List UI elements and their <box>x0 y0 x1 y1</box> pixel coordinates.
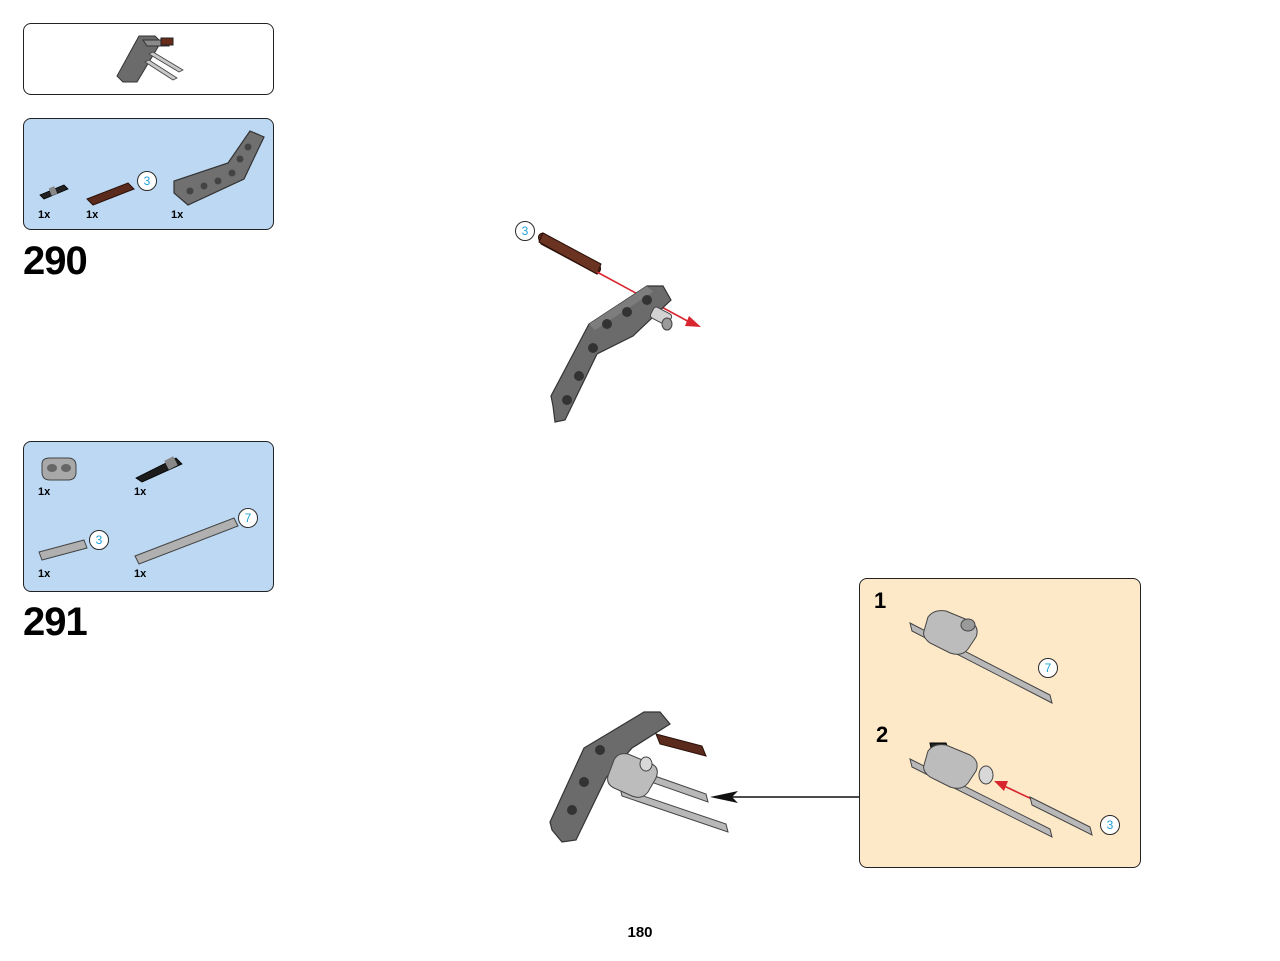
part-quantity: 1x <box>86 209 99 221</box>
part-length-callout: 7 <box>238 508 258 528</box>
subassembly-panel: 1 7 2 3 <box>859 578 1141 868</box>
step-number: 290 <box>23 239 88 283</box>
part-length-callout: 7 <box>1038 658 1058 678</box>
main-part-length-callout: 3 <box>515 221 535 241</box>
previous-assembly-panel <box>23 23 274 95</box>
substep-number: 2 <box>876 722 889 747</box>
grey-bent-liftarm-icon <box>173 130 265 206</box>
substep-1-illustration <box>909 610 1053 704</box>
page-number: 180 <box>627 924 653 941</box>
part-quantity: 1x <box>38 486 51 498</box>
black-friction-pin-icon <box>39 184 69 200</box>
part-quantity: 1x <box>134 568 147 580</box>
step-290-parts-list: 3 1x 1x 1x <box>23 118 274 230</box>
grey-axle-3-icon <box>38 539 88 561</box>
step-290-build-illustration <box>538 232 701 423</box>
step-number: 291 <box>23 600 88 644</box>
part-length-callout: 3 <box>137 171 157 191</box>
part-quantity: 1x <box>38 568 51 580</box>
grey-connector-block-icon <box>41 457 77 481</box>
step-291-parts-list: 3 7 1x 1x 1x 1x <box>23 441 274 592</box>
part-length-callout: 3 <box>89 530 109 550</box>
part-length-callout: 3 <box>1100 815 1120 835</box>
substep-number: 1 <box>874 588 887 613</box>
attach-arrow-icon <box>710 791 860 803</box>
part-quantity: 1x <box>171 209 184 221</box>
substep-2-illustration <box>909 742 1093 838</box>
brown-axle-3-icon <box>86 182 135 206</box>
black-long-pin-icon <box>135 456 183 483</box>
part-quantity: 1x <box>38 209 51 221</box>
step-291-build-illustration <box>549 711 729 843</box>
part-quantity: 1x <box>134 486 147 498</box>
assembly-preview-icon <box>116 35 184 83</box>
grey-axle-7-icon <box>134 517 239 565</box>
